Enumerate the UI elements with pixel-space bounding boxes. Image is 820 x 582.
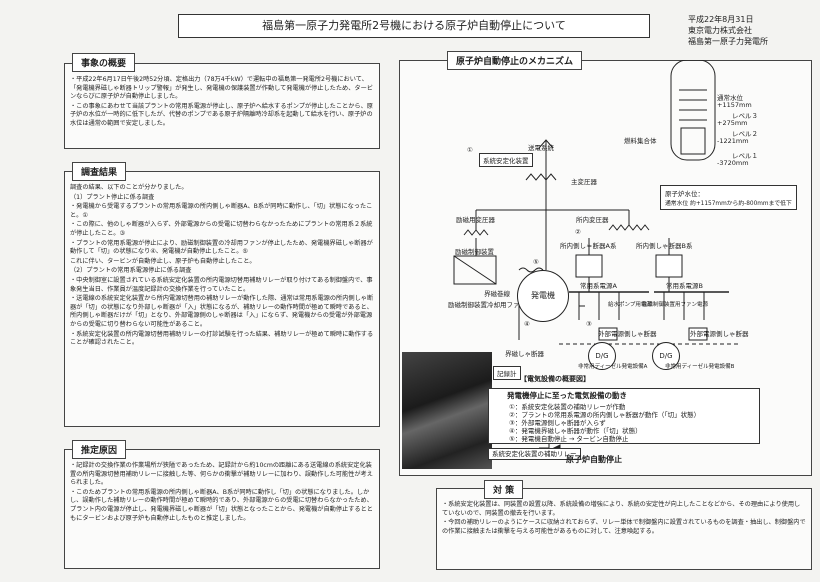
step-marker: ②: [575, 228, 581, 236]
step-marker: ①: [467, 146, 473, 154]
issuer-block: 平成22年8月31日 東京電力株式会社 福島第一原子力発電所: [688, 14, 768, 47]
level-2-label: レベル２: [732, 130, 758, 138]
sequence-title: 発電機停止に至った電気設備の動き: [507, 391, 627, 400]
exciter-control-label: 励磁制御装置: [455, 248, 494, 256]
fan-power-label: 励磁制御装置用ファン電源: [642, 302, 709, 308]
investigation-paragraph: ・送電線の系統安定化装置から所内電源切替用の補助リレーが動作した際、通常は常用系…: [70, 295, 374, 328]
exciter-transformer-label: 励磁用変圧器: [456, 216, 495, 224]
level-3-label: レベル３: [732, 112, 758, 120]
recorder-photo: [402, 352, 492, 469]
issue-date: 平成22年8月31日: [688, 15, 754, 24]
sequence-step: ①：系統安定化装置の補助リレーが作動: [509, 403, 626, 411]
cause-heading: 推定原因: [72, 440, 127, 459]
level-value: -3720mm: [717, 159, 749, 167]
overview-paragraph: ・この事象にあわせて当該プラントの常用系電源が停止し、原子炉へ給水するポンプが停…: [70, 102, 373, 127]
company-name: 東京電力株式会社: [688, 26, 752, 35]
step-marker: ⑤: [533, 258, 539, 266]
cause-paragraph: ・このためプラントの常用系電源の所内側しゃ断器A、B系が同時に動作し「切」の状態…: [70, 488, 373, 522]
sequence-step: ⑤：発電機自動停止 → タービン自動停止: [509, 435, 629, 443]
countermeasure-paragraph: ・今回の補助リレーのようにケースに収納されておらず、リレー単体で制御盤内に設置さ…: [442, 519, 806, 535]
electrical-diagram: [453, 60, 739, 452]
level-value: +275mm: [717, 119, 748, 127]
investigation-paragraph: ・発電機から受電するプラントの常用系電源の所内側しゃ断器A、B系が同時に動作し、…: [70, 203, 373, 219]
reactor-level-note-title: 原子炉水位：: [665, 190, 704, 198]
field-winding-label: 界磁巻線: [484, 290, 510, 298]
overview-panel: ・平成22年6月17日午後2時52分頃、定格出力（78万4千kW）で運転中の福島…: [64, 63, 380, 149]
fan-label: 励磁制御装置冷却用ファン: [448, 301, 526, 309]
investigation-paragraph: ・プラントの常用系電源が停止により、励磁制御装置の冷却用ファンが停止したため、発…: [70, 239, 373, 256]
external-breaker-a-label: 外部電源側しゃ断器: [598, 330, 657, 338]
reactor-level-note: 原子炉水位： 通常水位 約+1157mmから約-800mmまで低下: [660, 185, 797, 210]
house-breaker-a-label: 所内側しゃ断器A系: [560, 242, 617, 250]
fuel-assembly-label: 燃料集合体: [624, 137, 657, 145]
power-overview-label: 【電気設備の概要図】: [520, 375, 590, 383]
countermeasure-heading: 対 策: [484, 480, 524, 499]
level-1-label: レベル１: [732, 152, 758, 160]
overview-heading: 事象の概要: [72, 53, 136, 72]
scram-label: 原子炉自動停止: [566, 455, 622, 464]
step-marker: ④: [524, 320, 530, 328]
cause-paragraph: ・記録計の交換作業の作業場所が狭隘であったため、記録計から約10cmの距離にある…: [70, 462, 373, 487]
dg-a-symbol: D/G: [588, 342, 616, 370]
dg-b-symbol: D/G: [652, 342, 680, 370]
document-title: 福島第一原子力発電所2号機における原子炉自動停止について: [178, 14, 650, 38]
sequence-step: ④：発電機界磁しゃ断器が動作（「切」状態）: [509, 427, 642, 435]
level-value: -1221mm: [717, 137, 749, 145]
stability-relay-label: 系統安定化装置の補助リレー: [488, 448, 581, 460]
investigation-paragraph: ・この際に、他のしゃ断器が入らず、外部電源からの受電に切替わらなかったためにプラ…: [70, 221, 373, 237]
station-name: 福島第一原子力発電所: [688, 37, 768, 46]
investigation-paragraph: ・系統安定化装置の所内電源切替用補助リレーの打診試験を行った結果、補助リレーが極…: [70, 330, 374, 347]
investigation-paragraph: これに伴い、タービンが自動停止し、原子炉も自動停止したこと。: [70, 257, 256, 265]
sequence-step: ③：外部電源側しゃ断器が入らず: [509, 419, 606, 427]
recorder-label: 記録計: [493, 366, 521, 380]
house-breaker-b-label: 所内側しゃ断器B系: [636, 242, 693, 250]
sequence-step: ②：プラントの常用系電源の所内側しゃ断器が動作（「切」状態）: [509, 411, 701, 419]
main-transformer-label: 主変圧器: [571, 178, 597, 186]
generator-symbol: 発電機: [517, 270, 569, 322]
house-transformer-label: 所内変圧器: [576, 216, 609, 224]
grid-label: 送電系統: [528, 144, 554, 152]
countermeasure-paragraph: ・系統安定化装置は、同装置の設置以降、系統設備の増強により、系統の安定性が向上し…: [442, 501, 801, 517]
external-breaker-b-label: 外部電源側しゃ断器: [690, 330, 749, 338]
investigation-heading: 調査結果: [72, 162, 127, 181]
investigation-paragraph: （1）プラント停止に係る調査: [70, 193, 155, 201]
bus-a-label: 常用系電源A: [580, 282, 617, 290]
step-marker: ③: [586, 320, 592, 328]
field-breaker-label: 界磁しゃ断器: [505, 350, 544, 358]
dg-a-label: 非常用ディーゼル発電設備A: [578, 364, 648, 370]
countermeasure-panel: ・系統安定化装置は、同装置の設置以降、系統設備の増強により、系統の安定性が向上し…: [436, 488, 812, 570]
reactor-level-note-text: 通常水位 約+1157mmから約-800mmまで低下: [665, 201, 792, 207]
normal-level-label: 通常水位: [717, 94, 743, 102]
level-value: +1157mm: [717, 101, 752, 109]
investigation-paragraph: （2）プラントの常用系電源停止に係る調査: [70, 267, 192, 275]
mechanism-heading: 原子炉自動停止のメカニズム: [447, 51, 583, 70]
investigation-paragraph: 調査の結果、以下のことが分かりました。: [70, 184, 188, 191]
sequence-box: 発電機停止に至った電気設備の動き ①：系統安定化装置の補助リレーが作動 ②：プラ…: [488, 388, 760, 444]
bus-b-label: 常用系電源B: [666, 282, 703, 290]
investigation-panel: 調査の結果、以下のことが分かりました。 （1）プラント停止に係る調査 ・発電機か…: [64, 171, 380, 427]
pump-power-label: 給水ポンプ用電源: [608, 302, 652, 308]
stability-device-label: 系統安定化装置: [479, 153, 533, 167]
cause-panel: ・記録計の交換作業の作業場所が狭隘であったため、記録計から約10cmの距離にある…: [64, 449, 380, 569]
dg-b-label: 非常用ディーゼル発電設備B: [665, 364, 735, 370]
overview-paragraph: ・平成22年6月17日午後2時52分頃、定格出力（78万4千kW）で運転中の福島…: [70, 76, 373, 101]
investigation-paragraph: ・中央制御室に設置されている系統安定化装置の所内電源切替用補助リレーが取り付けて…: [70, 276, 373, 293]
